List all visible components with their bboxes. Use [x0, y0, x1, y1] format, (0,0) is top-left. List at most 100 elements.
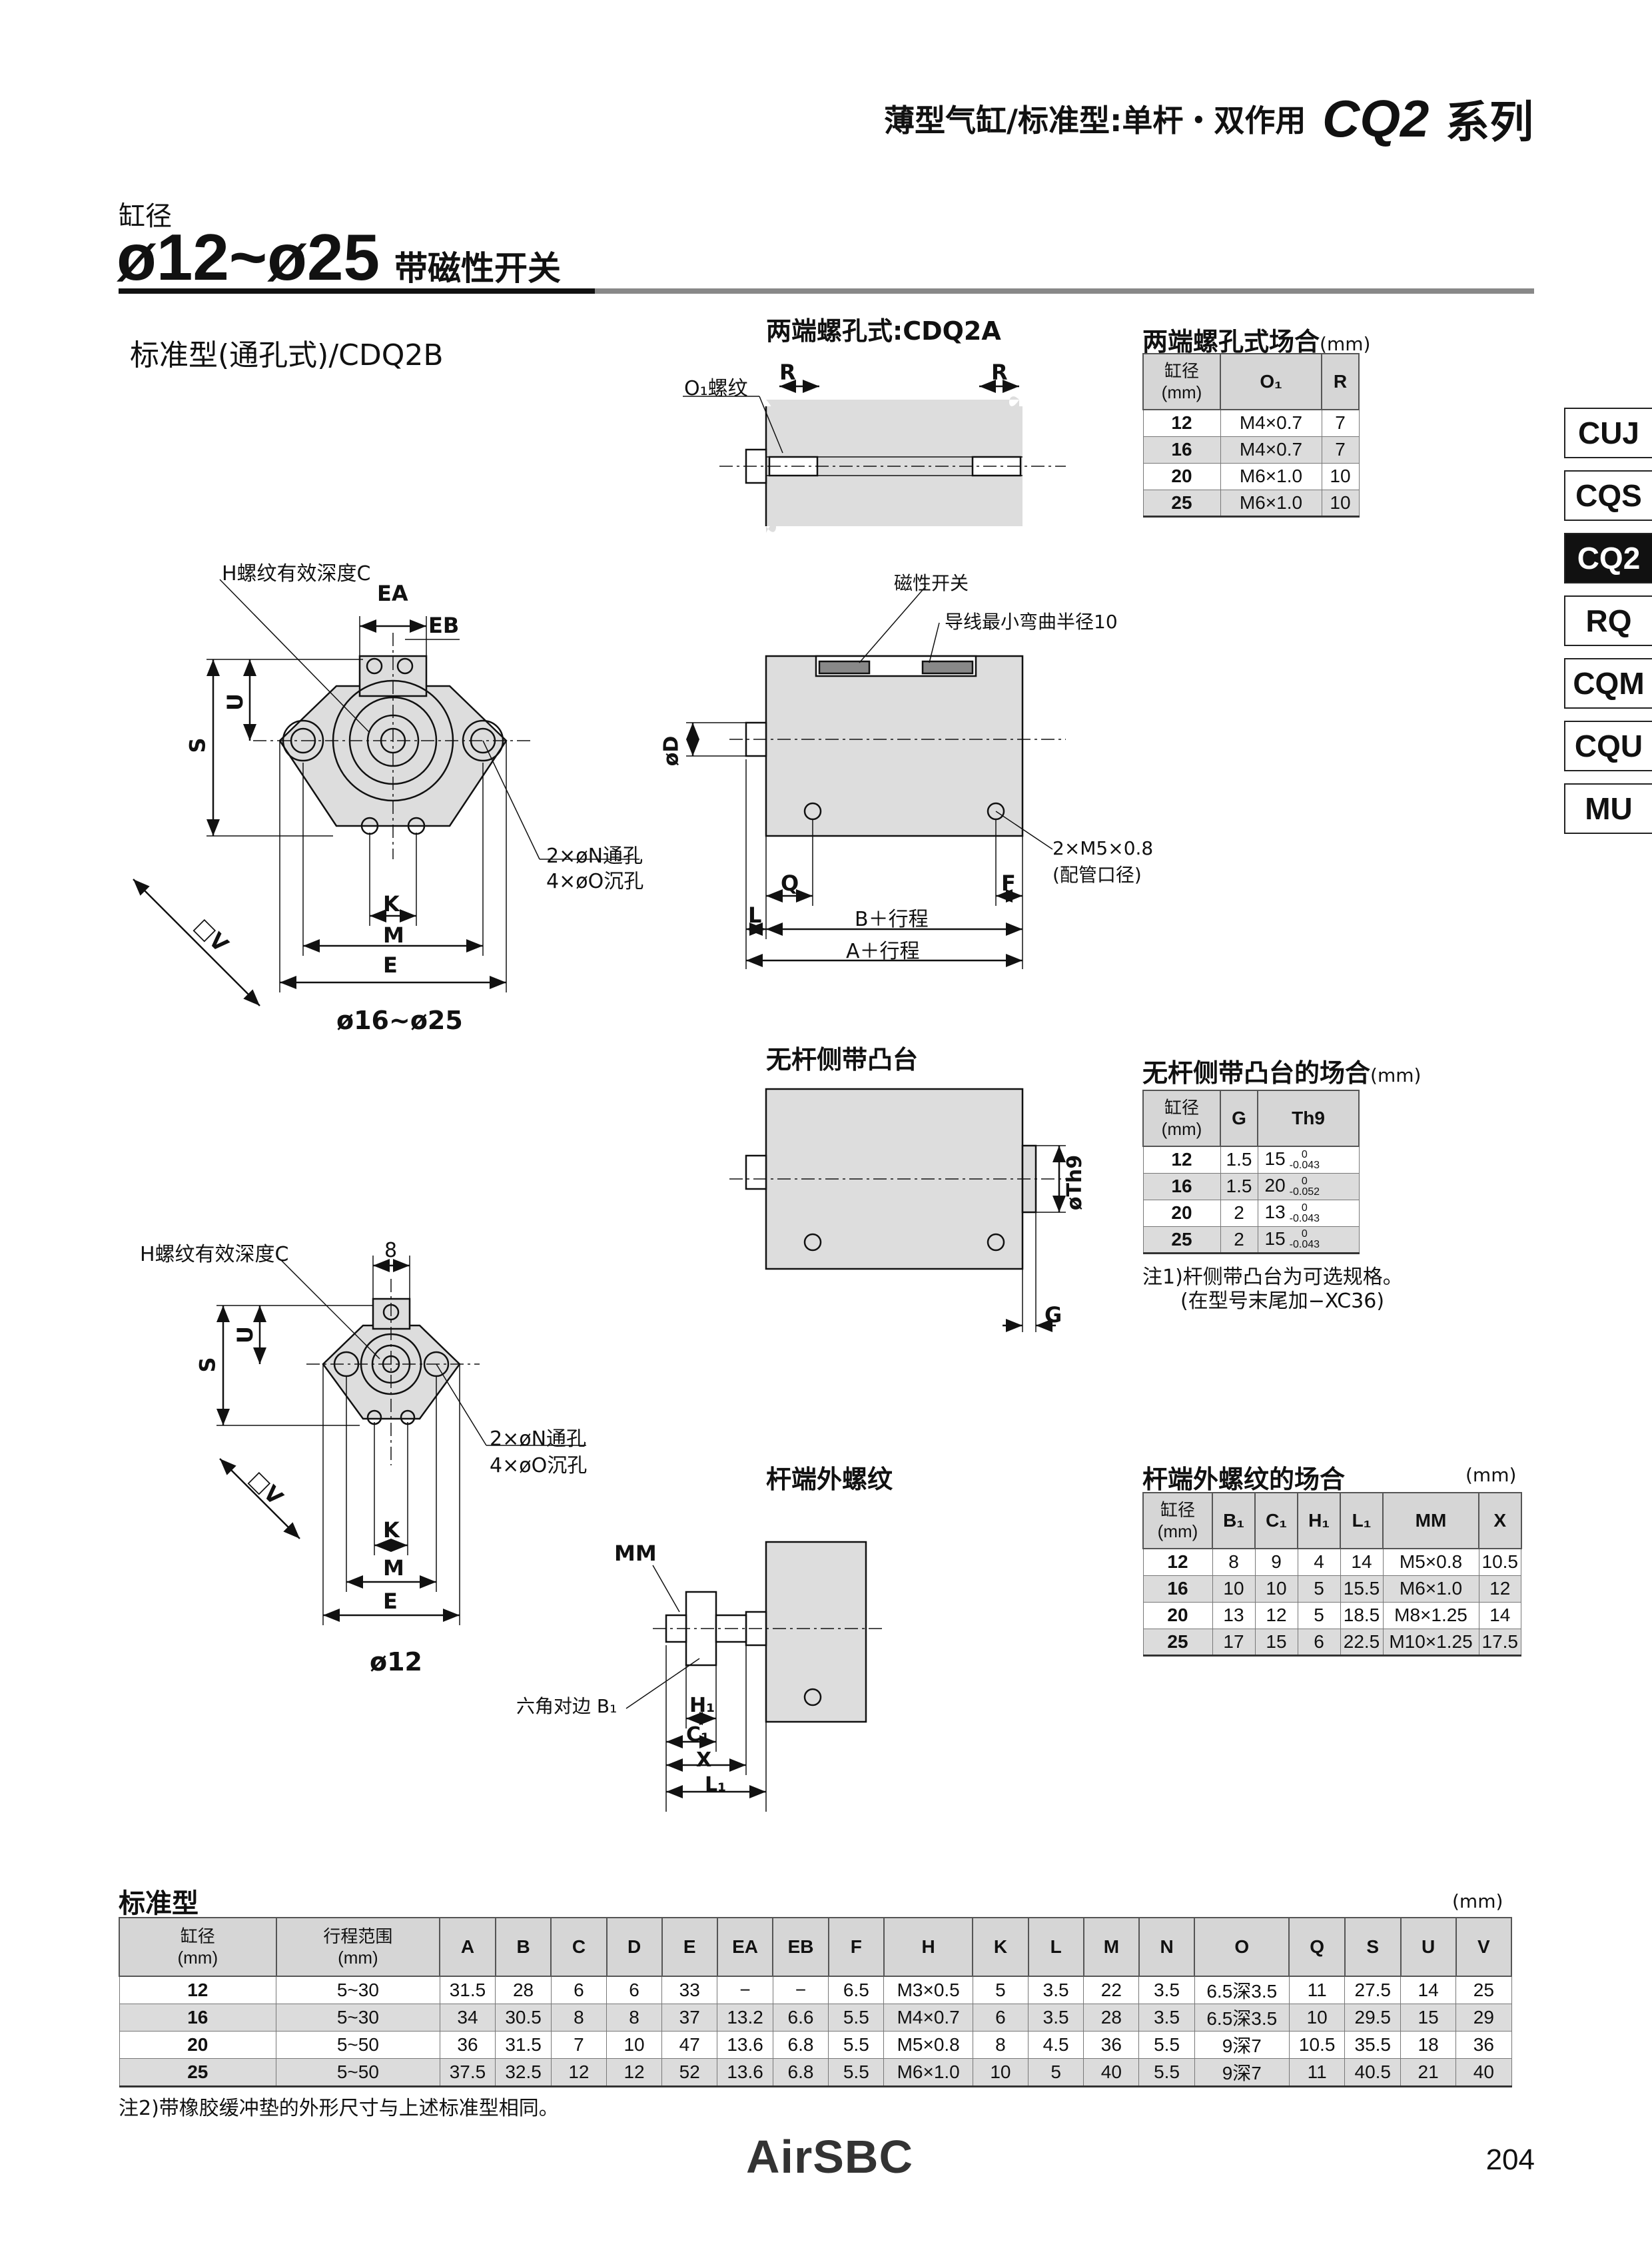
series-tab-cqm[interactable]: CQM — [1564, 658, 1652, 709]
table-cell: M5×0.8 — [883, 2031, 973, 2059]
column-header: 缸径 (mm) — [1142, 353, 1221, 410]
table-cell: 29.5 — [1344, 2004, 1402, 2032]
boss-title: 无杆侧带凸台的场合 — [1142, 1058, 1371, 1088]
label-diam-16-25: ø16~ø25 — [336, 1006, 463, 1035]
page-number: 204 — [1485, 2143, 1535, 2176]
label-s: S — [185, 737, 210, 753]
column-header: C — [550, 1917, 608, 1977]
table-cell: 25 — [119, 2058, 277, 2087]
table-cell: 52 — [661, 2058, 718, 2087]
table-cell: 6 — [1297, 1628, 1341, 1657]
front-view-16-25 — [133, 579, 639, 1006]
table-cell: 14 — [1340, 1548, 1384, 1576]
label-m: M — [383, 923, 404, 948]
table-cell: 8 — [550, 2004, 608, 2032]
table-cell: 20 — [1142, 1199, 1221, 1227]
label-r-right: R — [991, 360, 1008, 385]
table-cell: 7 — [1321, 409, 1360, 437]
column-header: B₁ — [1212, 1492, 1256, 1549]
boss-unit: (mm) — [1370, 1064, 1422, 1086]
table-cell: 7 — [550, 2031, 608, 2059]
tolerance-lower: -0.052 — [1289, 1186, 1320, 1198]
table-cell: 4.5 — [1027, 2031, 1084, 2059]
table-cell: 8 — [1212, 1548, 1256, 1576]
label-u: U — [222, 693, 248, 711]
table-cell: 15 — [1254, 1628, 1298, 1657]
table-cell: 36 — [1083, 2031, 1140, 2059]
column-header: N — [1138, 1917, 1196, 1977]
table-cell: 11 — [1288, 1976, 1346, 2004]
standard-unit: (mm) — [1452, 1890, 1503, 1912]
table-cell: − — [772, 1976, 829, 2004]
column-header: L — [1027, 1917, 1084, 1977]
table-cell: 2 — [1220, 1226, 1258, 1254]
table-cell: 5 — [1297, 1601, 1341, 1629]
series-tab-cqu[interactable]: CQU — [1564, 721, 1652, 771]
th9-value: 20 — [1264, 1175, 1286, 1196]
table-cell: 5 — [1297, 1575, 1341, 1603]
table-cell: 7 — [1321, 436, 1360, 464]
table-cell: 16 — [119, 2004, 277, 2032]
label-od: øD — [659, 735, 683, 767]
label-b-stroke: B＋行程 — [855, 908, 929, 931]
bore-range-value: ø12~ø25 — [117, 220, 380, 294]
column-header: Q — [1288, 1917, 1346, 1977]
label-port-note: (配管口径) — [1052, 864, 1142, 886]
table-cell: 9深7 — [1194, 2058, 1290, 2087]
table-cell: 14 — [1478, 1601, 1521, 1629]
label-q: Q — [781, 871, 799, 896]
table-cell: 25 — [1142, 1628, 1213, 1657]
label-mag-switch: 磁性开关 — [894, 572, 969, 594]
table-cell: 16 — [1142, 1575, 1213, 1603]
table-cell: 36 — [439, 2031, 496, 2059]
label-e-12: E — [383, 1589, 398, 1614]
table-cell: − — [717, 1976, 773, 2004]
series-tab-cq2[interactable]: CQ2 — [1564, 533, 1652, 583]
table-cell: 25 — [1142, 489, 1221, 518]
table-cell: 5.5 — [1138, 2031, 1195, 2059]
series-tab-rq[interactable]: RQ — [1564, 595, 1652, 646]
column-header: G — [1220, 1090, 1258, 1147]
table-cell: 10 — [1321, 489, 1360, 518]
column-header: 缸径 (mm) — [119, 1917, 277, 1977]
series-tab-cuj[interactable]: CUJ — [1564, 408, 1652, 458]
series-tab-cqs[interactable]: CQS — [1564, 470, 1652, 521]
label-port: 2×M5×0.8 — [1052, 837, 1154, 859]
label-k-12: K — [383, 1517, 400, 1543]
table-cell: 12 — [606, 2058, 663, 2087]
column-header: MM — [1382, 1492, 1479, 1549]
table-cell: M6×1.0 — [883, 2058, 973, 2087]
table-cell: 14 — [1400, 1976, 1457, 2004]
table-cell: 16 — [1142, 436, 1221, 464]
table-cell: 3.5 — [1027, 2004, 1084, 2032]
tolerance-lower: -0.043 — [1289, 1239, 1320, 1251]
label-r-left: R — [779, 360, 796, 385]
boss-note-1: 注1)杆侧带凸台为可选规格。 — [1142, 1266, 1403, 1289]
series-tab-mu[interactable]: MU — [1564, 783, 1652, 834]
table-cell: 17 — [1212, 1628, 1256, 1657]
label-o1-thread: O₁螺纹 — [684, 377, 748, 400]
table-cell: 31.5 — [495, 2031, 552, 2059]
tapped-table-title: 两端螺孔式场合(mm) — [1142, 321, 1370, 358]
column-header: 缸径 (mm) — [1142, 1492, 1213, 1549]
column-header: Th9 — [1257, 1090, 1360, 1147]
label-h-thread: H螺纹有效深度C — [222, 562, 371, 585]
table-cell: 12 — [119, 1976, 277, 2004]
standard-title: 标准型 — [119, 1888, 199, 1919]
table-cell: M4×0.7 — [1220, 409, 1322, 437]
